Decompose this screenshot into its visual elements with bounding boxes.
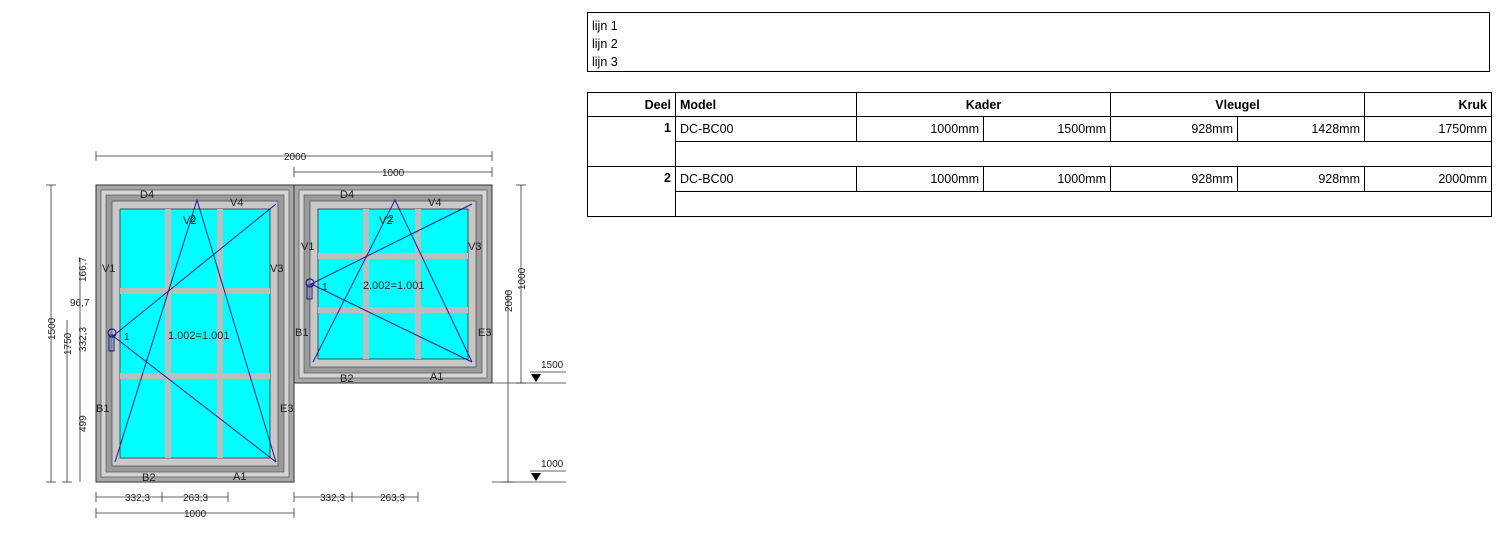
- window-drawing: D4 V4 V2 V1 V3 B1 E3 B2 A1 1 2 1.002=1.0…: [46, 151, 566, 520]
- dim-level-2: 1000: [541, 459, 564, 470]
- w2-label-b1: B1: [295, 327, 308, 339]
- cell-empty: [675, 191, 1492, 217]
- header-vleugel: Vleugel: [1110, 92, 1365, 117]
- note-line: lijn 1: [592, 19, 618, 33]
- w2-label-e3: E3: [478, 327, 491, 339]
- notes-box: lijn 1 lijn 2 lijn 3: [587, 12, 1490, 72]
- dim-bottom-2: 263,3: [183, 493, 208, 504]
- dim-win2-height: 1000: [517, 267, 528, 290]
- w2-label-d: D4: [340, 189, 354, 201]
- parts-table: Deel Model Kader Vleugel Kruk 1 DC-BC00 …: [587, 92, 1492, 217]
- w2-label-v3: V3: [468, 241, 481, 253]
- w1-label-n1: 1: [124, 332, 130, 343]
- w2-label-b2: B2: [340, 373, 353, 385]
- dim-left-4: 499: [78, 415, 89, 432]
- table-header-row: Deel Model Kader Vleugel Kruk: [587, 92, 1492, 117]
- level-marker-icon: [531, 374, 541, 382]
- w1-label-v4: V4: [230, 197, 243, 209]
- note-line: lijn 2: [592, 37, 618, 51]
- cell-kruk: 1750mm: [1364, 116, 1492, 142]
- window-2: D4 V4 V2 V1 V3 B1 E3 B2 A1 1 2 2.002=1.0…: [293, 184, 493, 385]
- dim-left-3: 332,3: [78, 327, 89, 352]
- header-kruk: Kruk: [1364, 92, 1492, 117]
- w1-label-v1: V1: [102, 263, 115, 275]
- dimension-labels: 2000 1000 1000 332,3 263,3 332,3 263,3 1…: [47, 152, 564, 520]
- table-row: 1 DC-BC00 1000mm 1500mm 928mm 1428mm 175…: [587, 116, 1492, 167]
- w2-label-v4: V4: [428, 197, 441, 209]
- cell-vleugel-h: 1428mm: [1237, 116, 1365, 142]
- cell-vleugel-w: 928mm: [1110, 116, 1238, 142]
- dimension-lines: [46, 151, 566, 518]
- dim-win2-width: 1000: [382, 168, 405, 179]
- header-kader: Kader: [856, 92, 1111, 117]
- cell-kader-h: 1500mm: [983, 116, 1111, 142]
- w1-label-v3: V3: [270, 263, 283, 275]
- cell-model: DC-BC00: [675, 166, 857, 192]
- dim-win1-height: 1500: [47, 317, 58, 340]
- w2-label-v1: V1: [301, 241, 314, 253]
- cell-vleugel-h: 928mm: [1237, 166, 1365, 192]
- w1-label-e3: E3: [280, 403, 293, 415]
- w1-label-b1: B1: [96, 403, 109, 415]
- cell-kader-h: 1000mm: [983, 166, 1111, 192]
- cell-deel: 1: [587, 116, 676, 167]
- window-1: D4 V4 V2 V1 V3 B1 E3 B2 A1 1 2 1.002=1.0…: [95, 184, 295, 484]
- cell-kader-w: 1000mm: [856, 166, 984, 192]
- w1-center-label: 1.002=1.001: [168, 330, 229, 342]
- w1-label-b2: B2: [142, 472, 155, 484]
- cell-vleugel-w: 928mm: [1110, 166, 1238, 192]
- w1-label-a1: A1: [233, 471, 246, 483]
- w2-label-n1: 1: [322, 282, 328, 293]
- dim-left-2: 96,7: [70, 298, 90, 309]
- w2-label-a1: A1: [430, 371, 443, 383]
- dim-win1-width: 1000: [184, 509, 207, 520]
- cell-deel: 2: [587, 166, 676, 217]
- dim-level-1: 1500: [541, 360, 564, 371]
- table-spacer-row: [588, 141, 1492, 167]
- w2-center-label: 2.002=1.001: [363, 280, 424, 292]
- w2-label-v2-top: V2: [379, 215, 392, 227]
- w1-label-n2: 2: [190, 214, 196, 225]
- table-row: 2 DC-BC00 1000mm 1000mm 928mm 928mm 2000…: [587, 166, 1492, 217]
- dim-win1-handle: 1750: [63, 332, 74, 355]
- note-line: lijn 3: [592, 55, 618, 69]
- cell-kruk: 2000mm: [1364, 166, 1492, 192]
- cell-kader-w: 1000mm: [856, 116, 984, 142]
- header-deel: Deel: [587, 92, 676, 117]
- header-model: Model: [675, 92, 857, 117]
- level-marker-icon: [531, 473, 541, 481]
- table-spacer-row: [588, 191, 1492, 217]
- cell-empty: [675, 141, 1492, 167]
- cell-model: DC-BC00: [675, 116, 857, 142]
- w1-label-d: D4: [140, 189, 154, 201]
- dim-bottom-4: 263,3: [380, 493, 405, 504]
- w2-label-n2: 2: [388, 214, 394, 225]
- dim-total-width: 2000: [284, 152, 307, 163]
- w1-label-v2-top: V2: [183, 215, 196, 227]
- dim-left-1: 166,7: [78, 257, 89, 282]
- dim-bottom-3: 332,3: [320, 493, 345, 504]
- dim-bottom-1: 332,3: [125, 493, 150, 504]
- dim-win2-handle: 2000: [504, 289, 515, 312]
